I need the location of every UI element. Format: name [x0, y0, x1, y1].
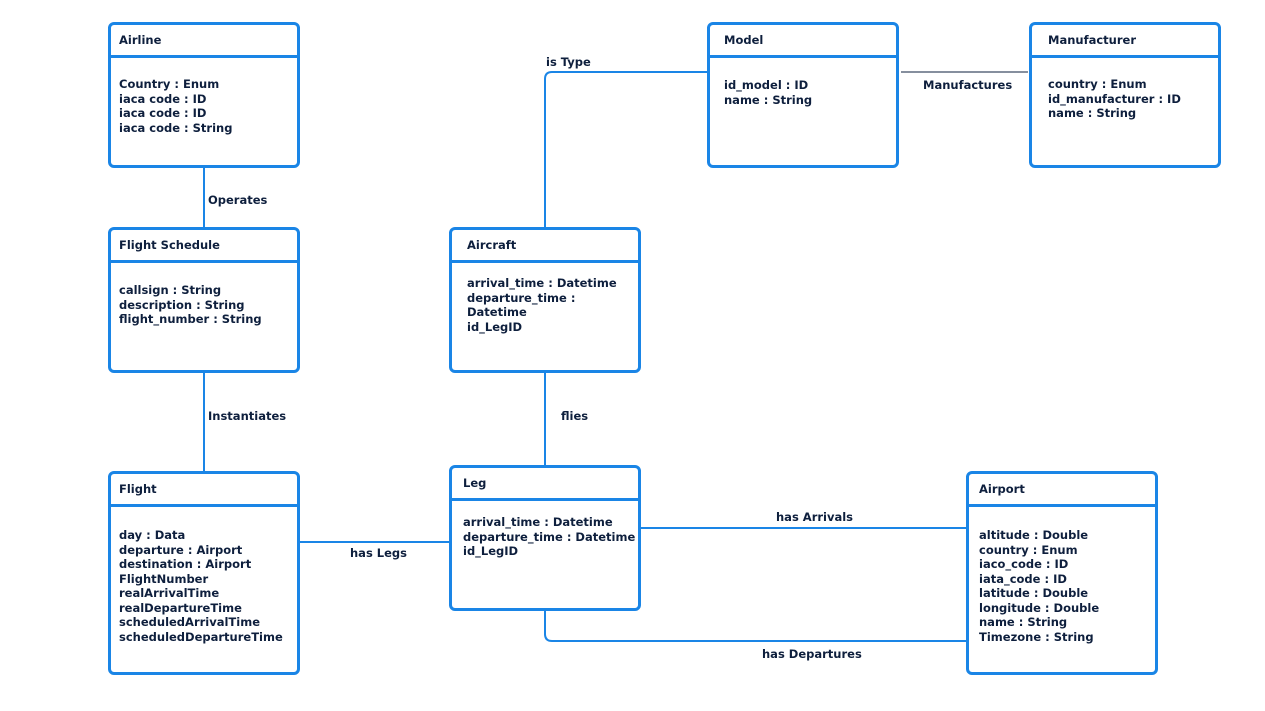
- attribute: iaco_code : ID: [979, 557, 1069, 571]
- attribute: iaca code : String: [119, 120, 233, 135]
- airport-title: Airport: [969, 474, 1155, 507]
- attribute: scheduledDepartureTime: [119, 629, 283, 644]
- instantiates-label: Instantiates: [208, 409, 287, 423]
- leg-entity[interactable]: Leg arrival_time : Datetime departure_ti…: [449, 465, 641, 611]
- attribute: iaca code : ID: [119, 106, 207, 120]
- attribute: day : Data: [119, 528, 186, 542]
- attribute: country : Enum: [979, 542, 1078, 557]
- leg-title: Leg: [452, 468, 638, 501]
- attribute: arrival_time : Datetime: [463, 515, 613, 529]
- is-type-label: is Type: [546, 55, 591, 69]
- attribute: iaca code : ID: [119, 91, 207, 106]
- flies-label: flies: [561, 409, 589, 423]
- attribute: destination : Airport: [119, 557, 252, 571]
- attribute: departure_time : Datetime: [463, 529, 636, 544]
- attribute: departure : Airport: [119, 542, 243, 557]
- flight-title: Flight: [111, 474, 297, 507]
- aircraft-title: Aircraft: [452, 230, 638, 263]
- model-attributes: id_model : ID name : String: [724, 78, 892, 107]
- attribute: Country : Enum: [119, 77, 220, 91]
- manufacturer-title: Manufacturer: [1032, 25, 1218, 58]
- attribute: name : String: [724, 92, 813, 107]
- attribute: country : Enum: [1048, 77, 1147, 91]
- is-type-line: [544, 71, 708, 228]
- attribute: iata_code : ID: [979, 571, 1067, 586]
- has-arrivals-label: has Arrivals: [776, 510, 854, 524]
- manufactures-label: Manufactures: [923, 78, 1013, 92]
- attribute: arrival_time : Datetime: [467, 276, 617, 290]
- has-departures-line: [544, 610, 967, 642]
- attribute: scheduledArrivalTime: [119, 615, 260, 629]
- attribute: longitude : Double: [979, 600, 1100, 615]
- attribute: FlightNumber: [119, 571, 209, 586]
- manufacturer-entity[interactable]: Manufacturer country : Enum id_manufactu…: [1029, 22, 1221, 168]
- airline-attributes: Country : Enum iaca code : ID iaca code …: [119, 77, 293, 135]
- airline-title: Airline: [111, 25, 297, 58]
- has-legs-label: has Legs: [350, 546, 408, 560]
- attribute: callsign : String: [119, 283, 222, 297]
- flight-schedule-entity[interactable]: Flight Schedule callsign : String descri…: [108, 227, 300, 373]
- flight-attributes: day : Data departure : Airport destinati…: [119, 528, 293, 644]
- attribute: altitude : Double: [979, 528, 1089, 542]
- aircraft-attributes: arrival_time : Datetime departure_time :…: [467, 276, 634, 334]
- attribute: Timezone : String: [979, 629, 1094, 644]
- attribute: name : String: [979, 615, 1068, 629]
- attribute: Datetime: [467, 305, 527, 319]
- manufacturer-attributes: country : Enum id_manufacturer : ID name…: [1048, 77, 1214, 121]
- attribute: description : String: [119, 297, 245, 312]
- attribute: name : String: [1048, 106, 1137, 120]
- aircraft-entity[interactable]: Aircraft arrival_time : Datetime departu…: [449, 227, 641, 373]
- flight-schedule-title: Flight Schedule: [111, 230, 297, 263]
- attribute: flight_number : String: [119, 312, 262, 326]
- airport-attributes: altitude : Double country : Enum iaco_co…: [979, 528, 1151, 644]
- attribute: id_manufacturer : ID: [1048, 91, 1181, 106]
- model-title: Model: [710, 25, 896, 58]
- has-departures-label: has Departures: [762, 647, 862, 661]
- model-entity[interactable]: Model id_model : ID name : String: [707, 22, 899, 168]
- attribute: realArrivalTime: [119, 586, 220, 600]
- airline-entity[interactable]: Airline Country : Enum iaca code : ID ia…: [108, 22, 300, 168]
- airport-entity[interactable]: Airport altitude : Double country : Enum…: [966, 471, 1158, 675]
- flight-schedule-attributes: callsign : String description : String f…: [119, 283, 293, 327]
- attribute: departure_time :: [467, 290, 576, 305]
- attribute: latitude : Double: [979, 586, 1089, 600]
- leg-attributes: arrival_time : Datetime departure_time :…: [463, 515, 636, 559]
- attribute: id_LegID: [467, 319, 523, 334]
- attribute: id_LegID: [463, 544, 519, 558]
- operates-label: Operates: [208, 193, 268, 207]
- attribute: realDepartureTime: [119, 600, 242, 615]
- attribute: id_model : ID: [724, 78, 809, 92]
- flight-entity[interactable]: Flight day : Data departure : Airport de…: [108, 471, 300, 675]
